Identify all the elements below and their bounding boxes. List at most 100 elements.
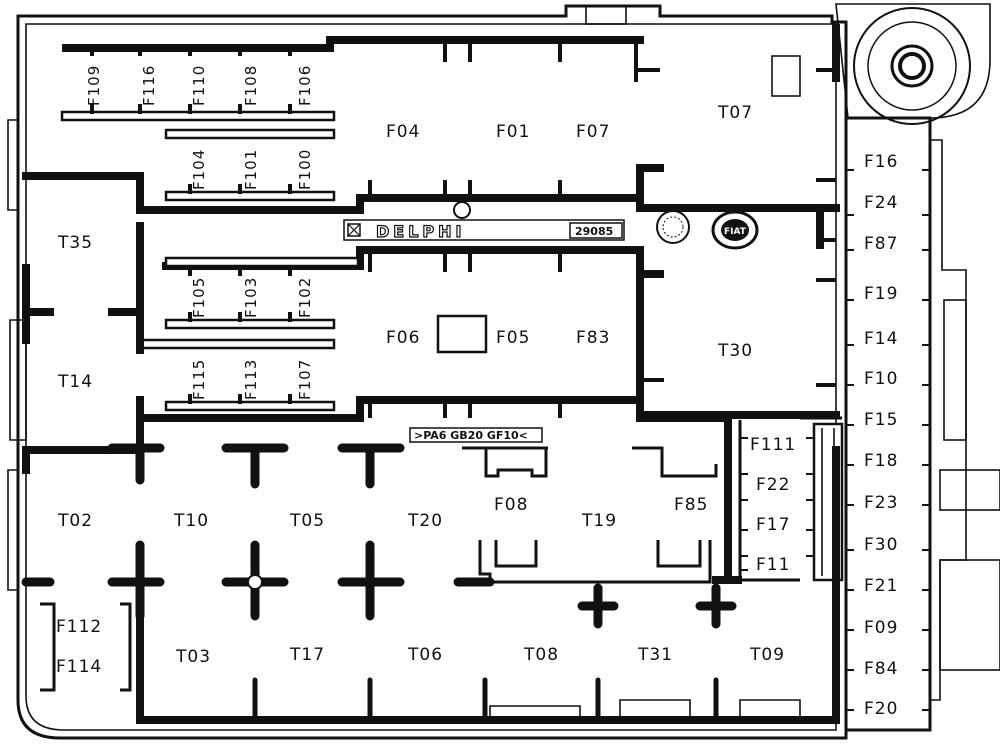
relay-label: T20 (407, 511, 443, 531)
right-connector-slot-3 (939, 559, 1000, 671)
fuse-labels: F04 F01 F07 F06 F05 F83 F08 F85 F111 F22… (56, 122, 898, 719)
relay-label: T31 (637, 645, 673, 665)
right-connector-slot-1 (943, 299, 967, 441)
cross-center-ring (247, 574, 263, 590)
fuse-label: F09 (864, 618, 898, 638)
fiat-logo-text: FIAT (724, 227, 747, 237)
f08-clip (462, 446, 548, 478)
fuse-row-mid-2 (164, 318, 336, 330)
fuse-label: F107 (296, 359, 314, 400)
relay-label: T07 (717, 103, 753, 123)
fuse-label: F84 (864, 659, 898, 679)
fuse-label: F103 (242, 277, 260, 318)
t35-box (22, 172, 144, 214)
relay-label: T14 (57, 372, 93, 392)
mid-block-right-wall (636, 246, 840, 419)
fuse-row-mid-1 (164, 256, 360, 268)
delphi-strip-screw-icon (453, 201, 471, 219)
fuse-label: F18 (864, 451, 898, 471)
t20-lower-clip (478, 540, 712, 584)
fuse-label: F105 (190, 277, 208, 318)
fuse-label: F100 (296, 149, 314, 190)
date-stamp-inner (662, 216, 684, 238)
fuse-label: F85 (674, 495, 708, 515)
delphi-strip-box-x-icon (347, 223, 361, 237)
delphi-strip-box-icon (347, 223, 361, 237)
fuse-label: F24 (864, 193, 898, 213)
mounting-bolt-hole (898, 52, 926, 80)
relay-labels: T07 T35 T14 T30 T02 T10 T05 T20 T19 T03 … (57, 103, 785, 667)
mid-teeth (368, 68, 836, 387)
relay-label: T17 (289, 645, 325, 665)
relay-cross-shapes (21, 540, 737, 629)
fuse-label: F109 (85, 65, 103, 106)
relay-label: T08 (523, 645, 559, 665)
fuse-label: F06 (386, 328, 420, 348)
fuse-label: F23 (864, 493, 898, 513)
mounting-ring-mid (867, 21, 957, 111)
f85-clip (632, 446, 718, 478)
relay-t-shapes (107, 443, 405, 489)
fuse-label: F14 (864, 329, 898, 349)
fuse-label: F16 (864, 152, 898, 172)
fuse-row-upper-1 (60, 110, 336, 122)
relay-label: T35 (57, 233, 93, 253)
fuse-label: F19 (864, 284, 898, 304)
fuse-label: F21 (864, 576, 898, 596)
part-number: 29085 (575, 225, 613, 238)
relay-label: T03 (175, 647, 211, 667)
fiat-logo-icon (711, 210, 759, 250)
date-stamp-icon (656, 210, 690, 244)
mid-horizontal-wall (22, 396, 732, 454)
material-marking: >PA6 GB20 GF10< (414, 429, 528, 442)
fuse-label: F30 (864, 535, 898, 555)
fuse-label: F20 (864, 699, 898, 719)
right-connector-outline (930, 139, 967, 701)
relay-label: T05 (289, 511, 325, 531)
fuse-label: F10 (864, 369, 898, 389)
relay-label: T30 (717, 341, 753, 361)
top-latch (585, 5, 627, 25)
delphi-strip (343, 219, 625, 241)
relay-label: T02 (57, 511, 93, 531)
fuse-label: F101 (242, 149, 260, 190)
fuse-label: F106 (296, 65, 314, 106)
housing-outline (16, 4, 848, 740)
mounting-bolt-icon (890, 44, 934, 88)
top-rail-teeth (90, 40, 660, 82)
fuse-label: F111 (750, 435, 796, 455)
fuse-label: F11 (756, 555, 790, 575)
fuse-label: F116 (140, 65, 158, 106)
left-clip-strip (9, 319, 27, 441)
fuse-label: F17 (756, 515, 790, 535)
relay-label: T09 (749, 645, 785, 665)
fuse-label: F112 (56, 617, 102, 637)
central-block-wall-2 (636, 164, 840, 212)
material-marking-box (409, 427, 543, 443)
fuse-label: F115 (190, 359, 208, 400)
housing-inner-outline (25, 23, 837, 731)
fuse-label: F01 (496, 122, 530, 142)
left-clip (7, 119, 18, 211)
upper-right-clip (771, 55, 801, 97)
fuse-label: F87 (864, 234, 898, 254)
fuse-label: F102 (296, 277, 314, 318)
fiat-logo-inner (721, 219, 749, 241)
relay-label: T10 (173, 511, 209, 531)
f06-slot (436, 314, 488, 354)
fuse-row-teeth-mid (188, 266, 292, 404)
fuse-label: F108 (242, 65, 260, 106)
relay-label: T06 (407, 645, 443, 665)
mid-horizontal-teeth (368, 400, 562, 418)
fuse-label: F83 (576, 328, 610, 348)
fuse-label: F110 (190, 65, 208, 106)
bottom-connector (489, 699, 801, 720)
fuse-row-teeth-upper (90, 104, 292, 194)
fuse-label: F22 (756, 475, 790, 495)
fuse-label: F114 (56, 657, 102, 677)
fuse-label: F15 (864, 410, 898, 430)
fuse-label: F04 (386, 122, 420, 142)
left-clip-lower (7, 469, 18, 591)
bottom-teeth (137, 677, 719, 723)
